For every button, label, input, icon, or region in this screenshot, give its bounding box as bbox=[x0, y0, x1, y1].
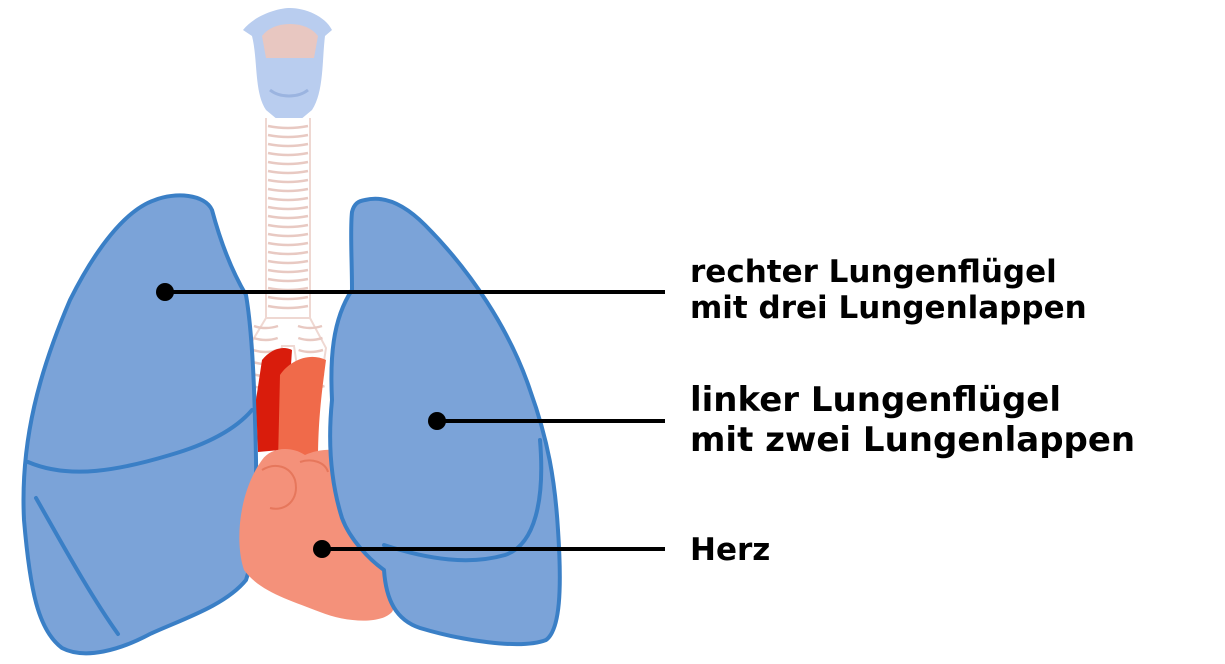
left-lung-label: linker Lungenflügel mit zwei Lungenlappe… bbox=[690, 380, 1135, 460]
larynx bbox=[243, 8, 332, 120]
right-lung-label-line1: rechter Lungenflügel bbox=[690, 254, 1087, 290]
right-lung-label: rechter Lungenflügel mit drei Lungenlapp… bbox=[690, 254, 1087, 326]
heart-label-line1: Herz bbox=[690, 532, 770, 568]
right-lung bbox=[23, 195, 256, 653]
left-lung-label-line1: linker Lungenflügel bbox=[690, 380, 1135, 420]
heart-label: Herz bbox=[690, 532, 770, 568]
right-lung-label-line2: mit drei Lungenlappen bbox=[690, 290, 1087, 326]
great-vessels bbox=[256, 348, 326, 462]
left-lung-label-line2: mit zwei Lungenlappen bbox=[690, 420, 1135, 460]
